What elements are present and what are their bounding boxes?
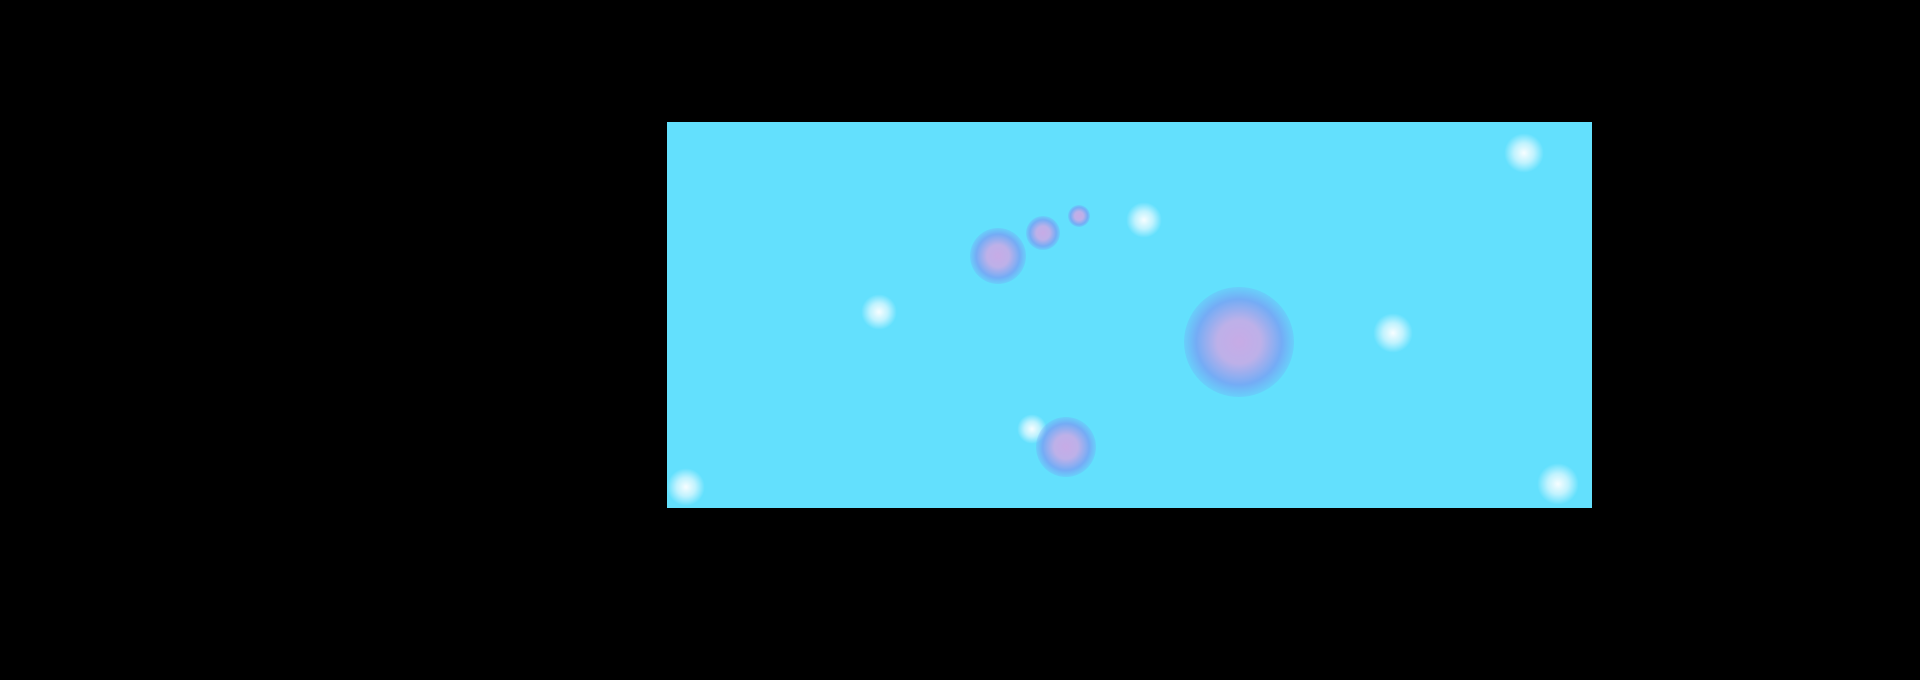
cell-medium-upper-bubble[interactable]	[970, 228, 1026, 284]
cell-small-upper-bubble[interactable]	[1026, 216, 1060, 250]
cell-tiny-upper-bubble[interactable]	[1068, 205, 1090, 227]
glow-bottom-right-particle	[1537, 463, 1579, 505]
cell-medium-lower-bubble[interactable]	[1036, 417, 1096, 477]
game-canvas[interactable]	[667, 122, 1592, 508]
glow-upper-middle-particle	[1126, 202, 1162, 238]
cell-large-center-bubble[interactable]	[1184, 287, 1294, 397]
glow-top-right-particle	[1504, 133, 1544, 173]
glow-mid-left-particle	[861, 294, 897, 330]
glow-mid-right-particle	[1373, 313, 1413, 353]
glow-bottom-left-particle	[667, 468, 705, 506]
